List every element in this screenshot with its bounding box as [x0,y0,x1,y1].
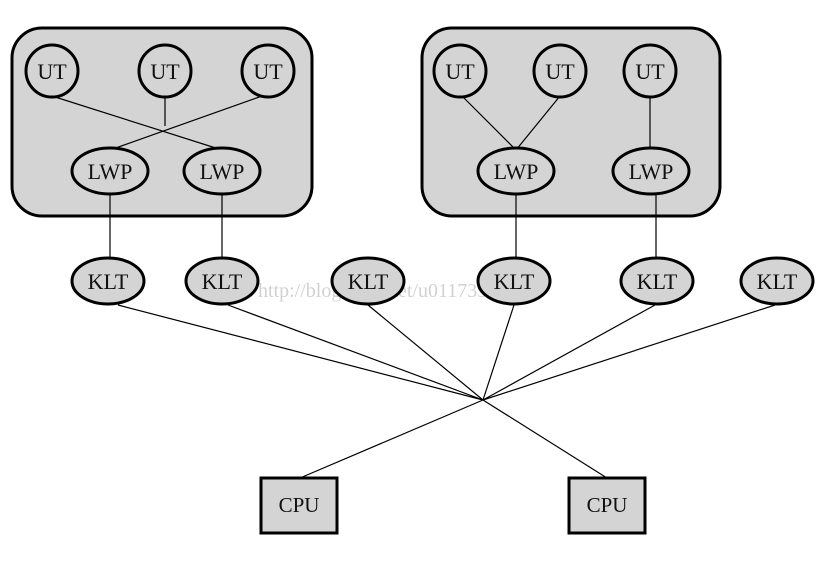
p2-ut-2-label: UT [545,59,575,84]
p2-ut-1: UT [432,43,488,99]
connection-lines [51,95,776,479]
klt-4: KLT [476,256,552,306]
p1-ut-2-label: UT [150,59,180,84]
p1-lwp-2: LWP [182,146,262,196]
edge-p1-ut3-lwp1 [109,95,263,151]
p2-lwp-1: LWP [476,146,556,196]
p1-lwp-2-label: LWP [200,159,245,184]
p1-ut-2: UT [137,43,193,99]
klt-5-label: KLT [637,269,678,294]
edge-klt2-hub [227,304,484,401]
p1-ut-3: UT [240,43,296,99]
klt-2-label: KLT [202,269,243,294]
cpu-2-label: CPU [587,493,628,517]
p2-lwp-2: LWP [611,146,691,196]
p1-ut-1-label: UT [37,59,67,84]
klt-5: KLT [619,256,695,306]
p1-lwp-1-label: LWP [88,159,133,184]
edge-klt4-hub [482,304,515,401]
cpu-1: CPU [259,476,339,535]
edge-p2-ut1-lwp1 [461,95,517,151]
edge-p1-ut1-lwp2 [51,95,223,151]
p2-ut-2: UT [532,43,588,99]
klt-2: KLT [184,256,260,306]
p2-lwp-2-label: LWP [629,159,674,184]
p2-lwp-1-label: LWP [494,159,539,184]
p1-ut-3-label: UT [253,59,283,84]
edge-hub-cpu2 [482,399,608,479]
p1-ut-1: UT [24,43,80,99]
klt-1: KLT [70,256,146,306]
edge-klt3-hub [367,304,484,401]
p2-ut-1-label: UT [445,59,475,84]
klt-3-label: KLT [348,269,389,294]
edge-p2-ut2-lwp1 [515,95,561,151]
edge-hub-cpu1 [299,399,484,479]
klt-6: KLT [739,256,815,306]
cpu-2: CPU [567,476,647,535]
p2-ut-3-label: UT [635,59,665,84]
edge-klt6-hub [482,304,776,401]
p2-ut-3: UT [622,43,678,99]
edge-klt1-hub [117,304,484,401]
klt-3: KLT [330,256,406,306]
p1-lwp-1: LWP [70,146,150,196]
klt-6-label: KLT [757,269,798,294]
klt-1-label: KLT [88,269,129,294]
edge-klt5-hub [482,304,656,401]
klt-4-label: KLT [494,269,535,294]
cpu-1-label: CPU [279,493,320,517]
